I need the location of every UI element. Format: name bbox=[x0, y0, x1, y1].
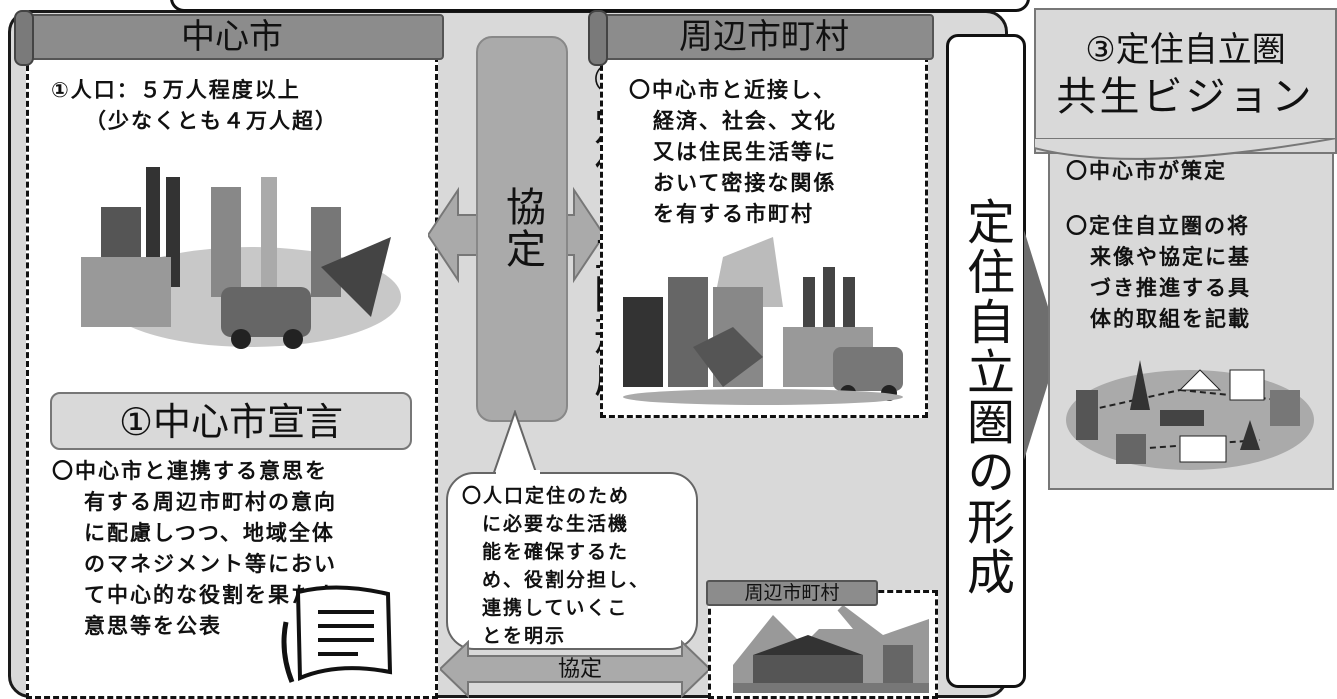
city-clipart bbox=[81, 167, 401, 349]
factory-city-clipart bbox=[623, 237, 903, 405]
vision-title-line1: ③定住自立圏 bbox=[1085, 30, 1286, 70]
neighbor-box: 〇中心市と近接し、 経済、社会、文化 又は住民生活等に おいて密接な関係 を有す… bbox=[600, 56, 928, 418]
bottom-agreement-label: 協定 bbox=[557, 657, 602, 682]
bottom-agreement-arrow bbox=[440, 640, 710, 698]
small-neighbor-title: 周辺市町村 bbox=[706, 580, 878, 606]
village-clipart bbox=[733, 605, 929, 693]
declaration-title-box: ①中心市宣言 bbox=[50, 392, 412, 450]
declaration-title: ①中心市宣言 bbox=[118, 400, 344, 444]
small-neighbor-box bbox=[708, 590, 938, 699]
formation-label: 定住自立圏の形成 bbox=[958, 197, 1014, 597]
bubble-tail bbox=[488, 410, 542, 484]
scroll-clipart bbox=[281, 585, 393, 683]
agreement-bubble: 〇人口定住のため に必要な生活機 能を確保するた め、役割分担し、 連携していく… bbox=[446, 472, 698, 650]
vision-title-box: ③定住自立圏 共生ビジョン bbox=[1034, 8, 1337, 154]
network-map-clipart bbox=[1066, 360, 1314, 470]
vision-title-line2: 共生ビジョン bbox=[1056, 74, 1315, 120]
vision-desc: 〇中心市が策定 〇定住自立圏の将 来像や協定に基 づき推進する具 体的取組を記載 bbox=[1066, 159, 1251, 331]
neighbor-title: 周辺市町村 bbox=[588, 10, 934, 66]
population-criteria: ①人口：５万人程度以上 （少なくとも４万人超） bbox=[51, 78, 338, 133]
bubble-tail-cover bbox=[496, 470, 540, 476]
vision-arrow bbox=[1024, 230, 1060, 460]
formation-box: 定住自立圏の形成 bbox=[946, 34, 1026, 688]
declaration-desc: 〇中心市と連携する意思を 有する周辺市町村の意向 に配慮しつつ、地域全体 のマネ… bbox=[52, 459, 337, 638]
agreement-title-box: ②定住自立圏形成協定 bbox=[476, 36, 633, 422]
central-city-title: 中心市 bbox=[14, 10, 444, 66]
vision-scroll-curl bbox=[1034, 138, 1337, 160]
